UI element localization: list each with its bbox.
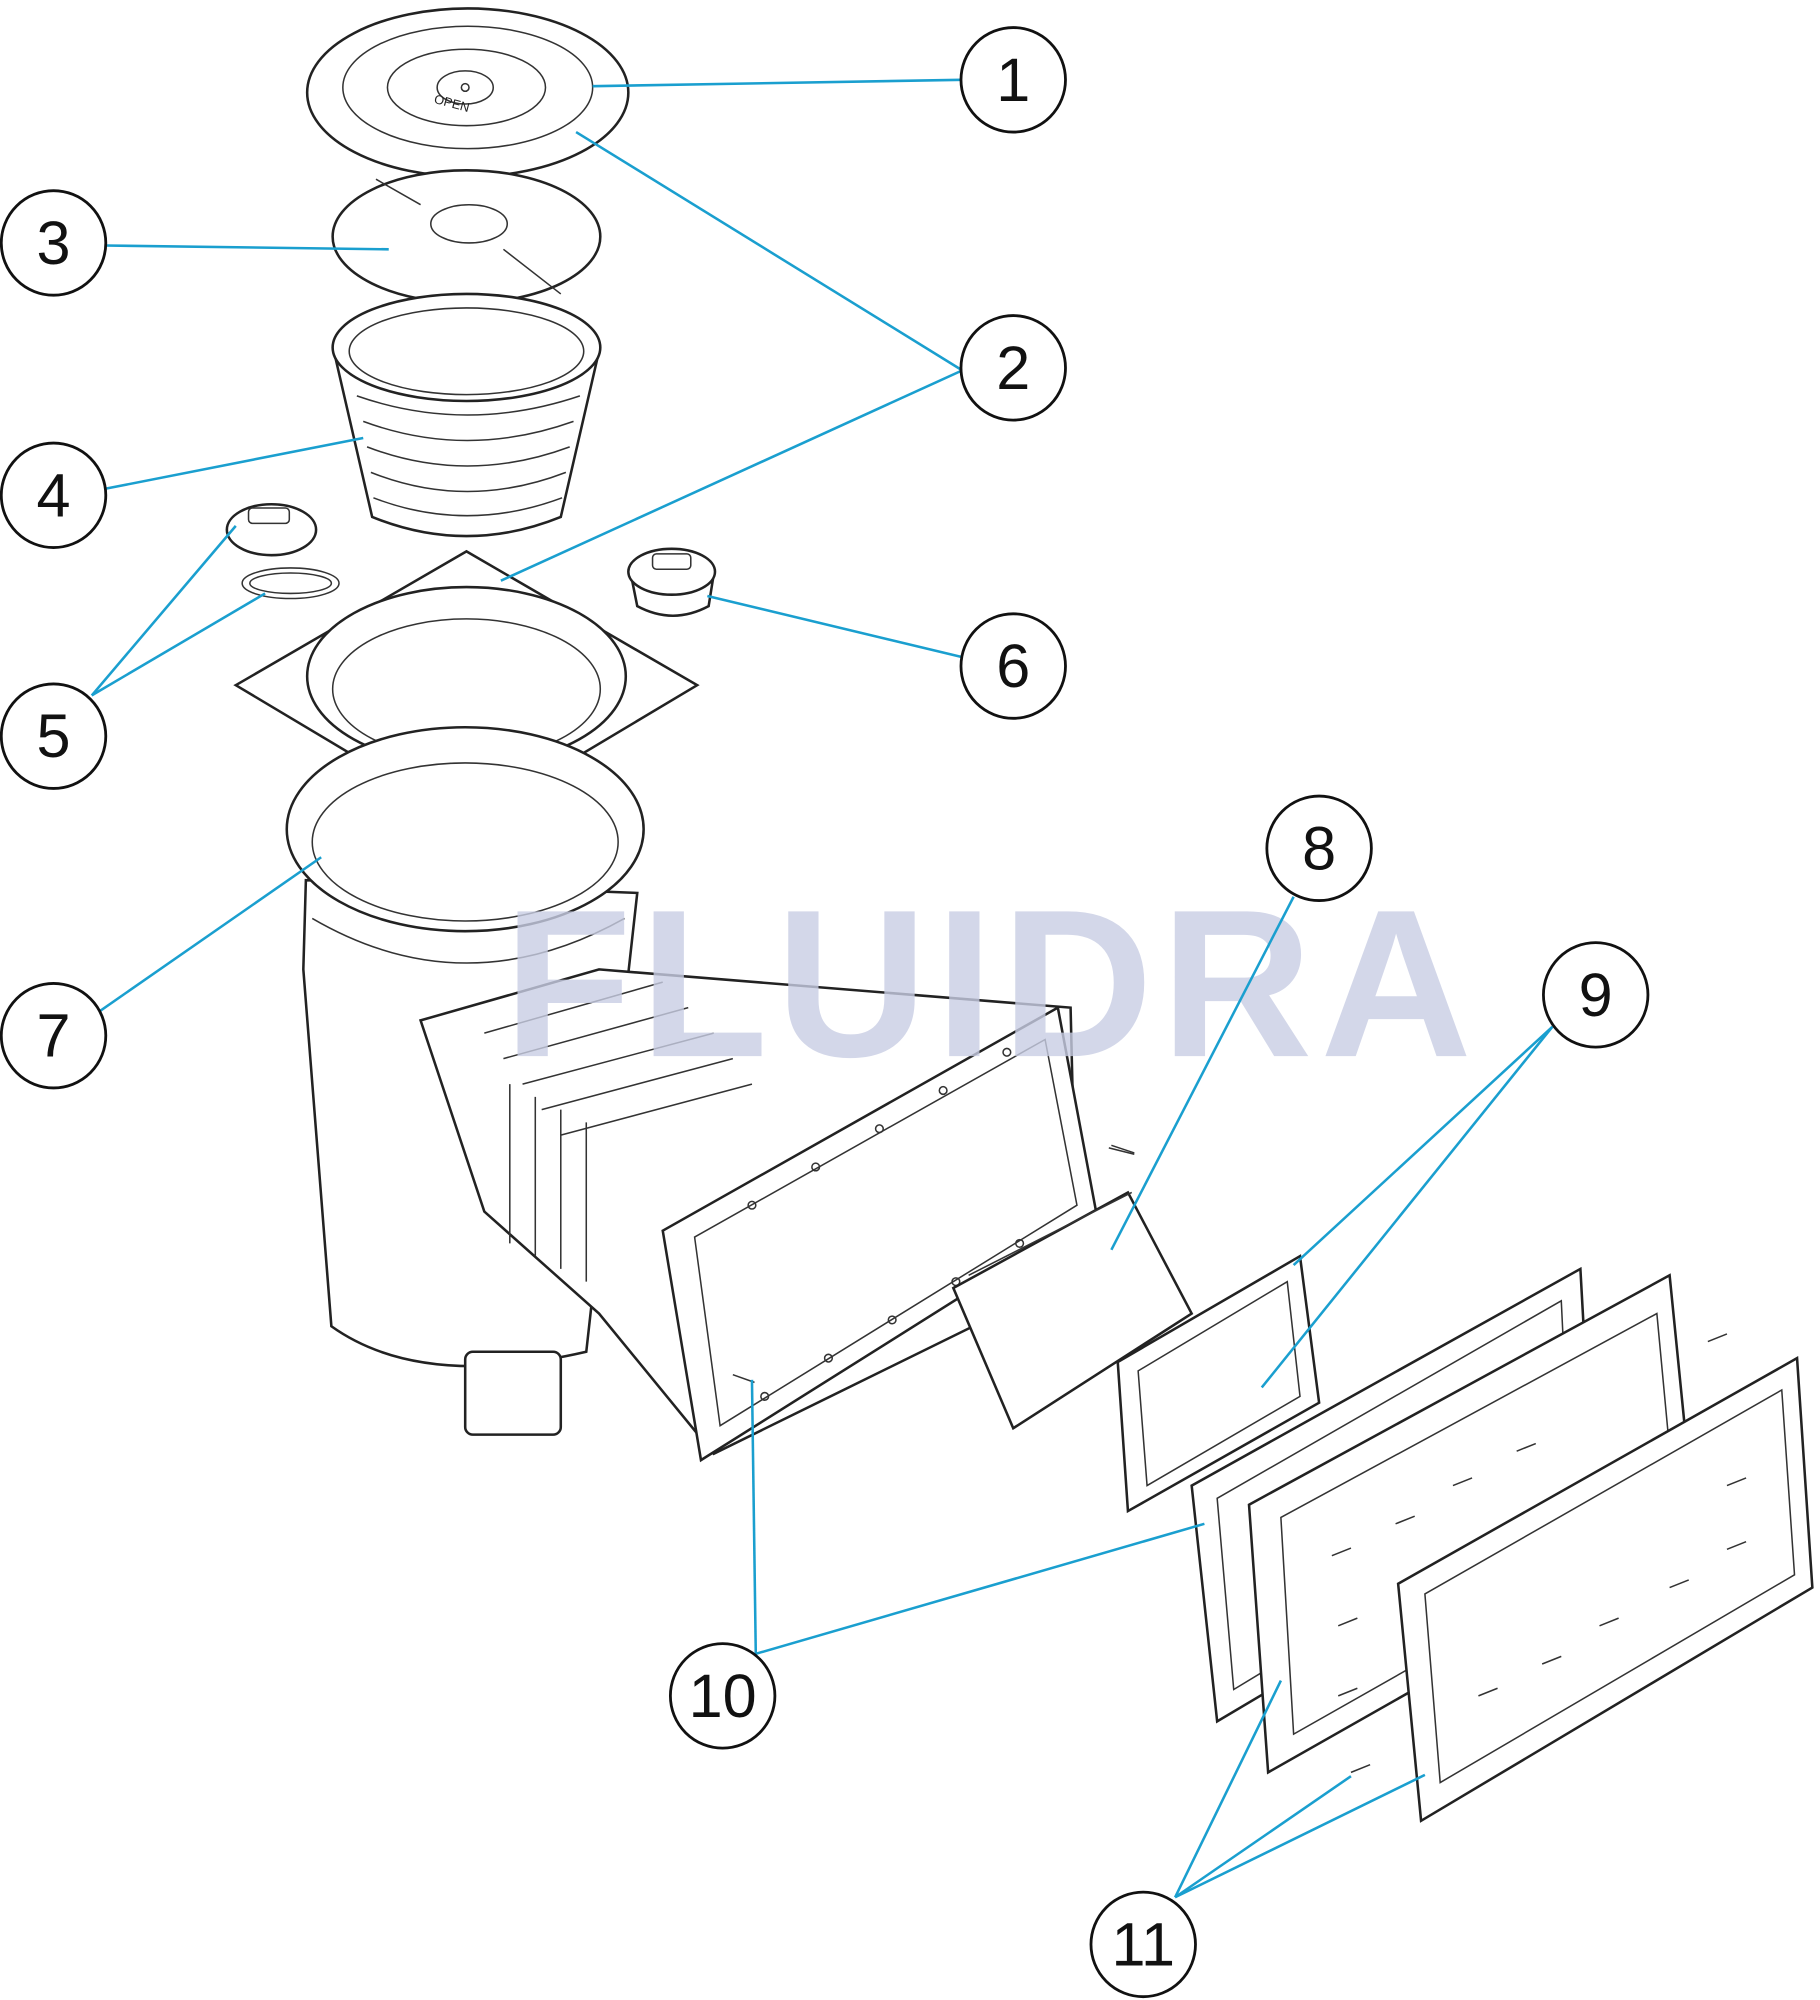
part-weir-frame [1116, 1254, 1321, 1514]
callout-4: 4 [0, 441, 108, 549]
callout-number: 2 [996, 334, 1030, 402]
callout-number: 11 [1111, 1910, 1175, 1978]
callout-number: 9 [1579, 961, 1613, 1029]
callout-number: 10 [689, 1662, 757, 1730]
part-square-flange [233, 549, 700, 825]
part-lid: OPEN [305, 7, 630, 178]
callout-number: 1 [996, 46, 1030, 114]
callout-number: 3 [37, 209, 71, 277]
callout-5: 5 [0, 682, 108, 790]
callout-1: 1 [959, 26, 1067, 134]
callout-11: 11 [1089, 1890, 1197, 1999]
callout-9: 9 [1542, 941, 1650, 1049]
callout-number: 4 [37, 461, 71, 529]
part-weir-plate [331, 169, 602, 305]
callout-number: 6 [996, 632, 1030, 700]
callout-3: 3 [0, 189, 108, 297]
part-basket [331, 292, 602, 538]
callout-number: 5 [37, 702, 71, 770]
callout-number: 8 [1302, 814, 1336, 882]
part-front-frames [1111, 1144, 1814, 1823]
callout-10: 10 [668, 1642, 777, 1750]
part-plug-right [627, 547, 717, 617]
callout-2: 2 [959, 314, 1067, 422]
callout-7: 7 [0, 982, 108, 1090]
watermark: FLUIDRA [503, 866, 1479, 1101]
callout-number: 7 [37, 1002, 71, 1070]
callout-6: 6 [959, 612, 1067, 720]
part-plug-left [225, 502, 340, 600]
leader-lines [90, 78, 1554, 1899]
part-weir-flap [951, 1190, 1194, 1431]
callout-8: 8 [1265, 794, 1373, 902]
